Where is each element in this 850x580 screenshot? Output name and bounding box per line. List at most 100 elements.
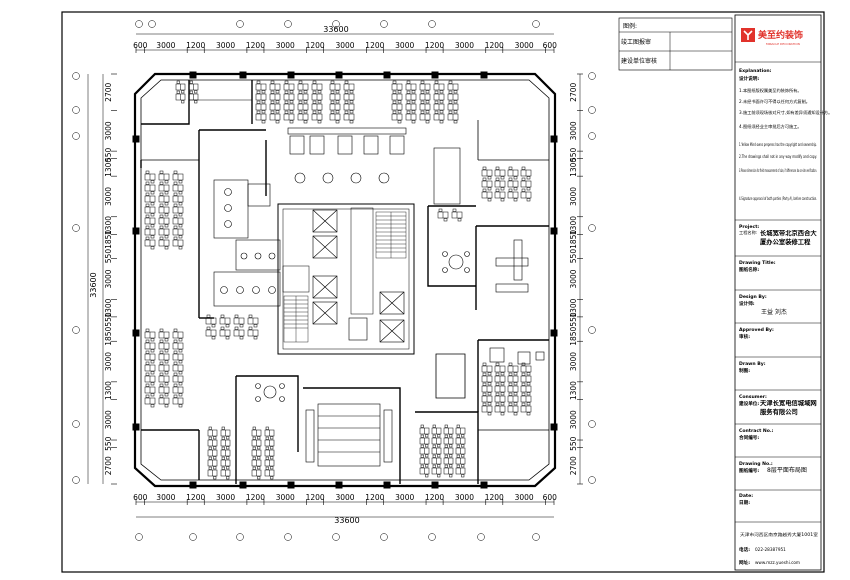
contract-label: Contract No.: [739,428,774,434]
design-by-value: 王益 刘杰 [761,308,787,316]
chair [145,203,150,207]
dim-right-seg-label: 1300 [569,381,578,400]
chair [420,454,424,458]
chair [150,224,155,228]
chair [256,90,261,94]
chair [461,444,465,448]
note-en-4: 4.Signature approval of both parties (Pa… [739,196,817,201]
chair [178,180,183,184]
chair [213,436,217,440]
chair [173,192,178,196]
chair [221,426,225,430]
chair [173,181,178,185]
chair [252,436,256,440]
chair [284,80,289,84]
dim-bottom-seg-label: 1200 [246,493,265,502]
drawn-label: Drawn By: [739,361,766,367]
dim-bottom-seg-label: 3000 [395,493,414,502]
dim-bottom-seg-label: 1200 [485,493,504,502]
contract-cn: 合同编号: [739,434,759,441]
chair [303,110,308,114]
chair [248,314,253,318]
approved-cn: 审核: [739,333,750,340]
dim-left-seg-label: 3000 [104,269,113,288]
chair [487,187,492,191]
chair [344,100,349,104]
conference-room [305,403,393,467]
sheet-border [61,11,825,573]
chair [270,466,274,470]
chair [257,466,261,470]
chair [508,392,513,396]
chair [521,402,526,406]
executive-office [489,239,545,365]
drawing-title-cn: 图纸名称: [739,266,759,273]
chair [425,454,429,458]
dim-left-seg-label: 2700 [104,82,113,101]
chair [312,80,317,84]
dim-bottom-seg-label: 600 [133,493,148,502]
chair [150,338,155,342]
dim-right-seg-label: 3000 [569,352,578,371]
chair [253,336,258,340]
chair [482,402,487,406]
dim-top-seg-label: 3000 [276,41,295,50]
chair [526,372,531,376]
chair [487,412,492,416]
chair [449,444,453,448]
dim-bottom-seg-label: 3000 [156,493,175,502]
note-cn-2: 2.未经书面许可不得以任何方式复制。 [739,98,810,105]
chair [257,476,261,480]
chair [397,100,402,104]
chair [457,218,462,222]
design-by-cn: 设计师: [739,300,755,307]
chair [173,383,178,387]
dim-top-seg-label: 1200 [246,41,265,50]
dim-left-seg-label: 1300 [104,216,113,235]
chair [173,214,178,218]
chair [145,361,150,365]
chair [432,464,436,468]
dim-left-seg-label: 3000 [104,352,113,371]
chair [284,100,289,104]
chair [437,454,441,458]
dim-left-seg-label: 550 [104,147,113,162]
chair [392,100,397,104]
chair [275,100,280,104]
chair [178,191,183,195]
chair [150,246,155,250]
chair [298,100,303,104]
chair [303,120,308,124]
chair [208,456,212,460]
brand-name: 美至约装饰 [758,29,803,41]
chair [145,236,150,240]
chair [173,236,178,240]
chair [150,213,155,217]
dim-bottom-seg-label: 3000 [455,493,474,502]
chair [330,90,335,94]
chair [495,188,500,192]
elevator-shafts [312,209,405,343]
chair [330,100,335,104]
chair [508,362,513,366]
chair [448,90,453,94]
dim-bottom-seg-label: 1200 [365,493,384,502]
chair [521,382,526,386]
chair [500,372,505,376]
note-en-3: 3.Please dimension for field measurement… [739,168,817,173]
chair [145,372,150,376]
dim-right-seg-label: 5501850 [569,230,578,264]
chair [159,328,164,332]
drawing-no-cn: 图纸编号: [739,467,759,474]
chair [513,392,518,396]
chair [284,90,289,94]
chair [500,412,505,416]
dim-top-seg-label: 1200 [306,41,325,50]
chair [173,361,178,365]
chair [270,80,275,84]
dim-top-seg-label: 600 [133,41,148,50]
chair [456,454,460,458]
chair [317,100,322,104]
